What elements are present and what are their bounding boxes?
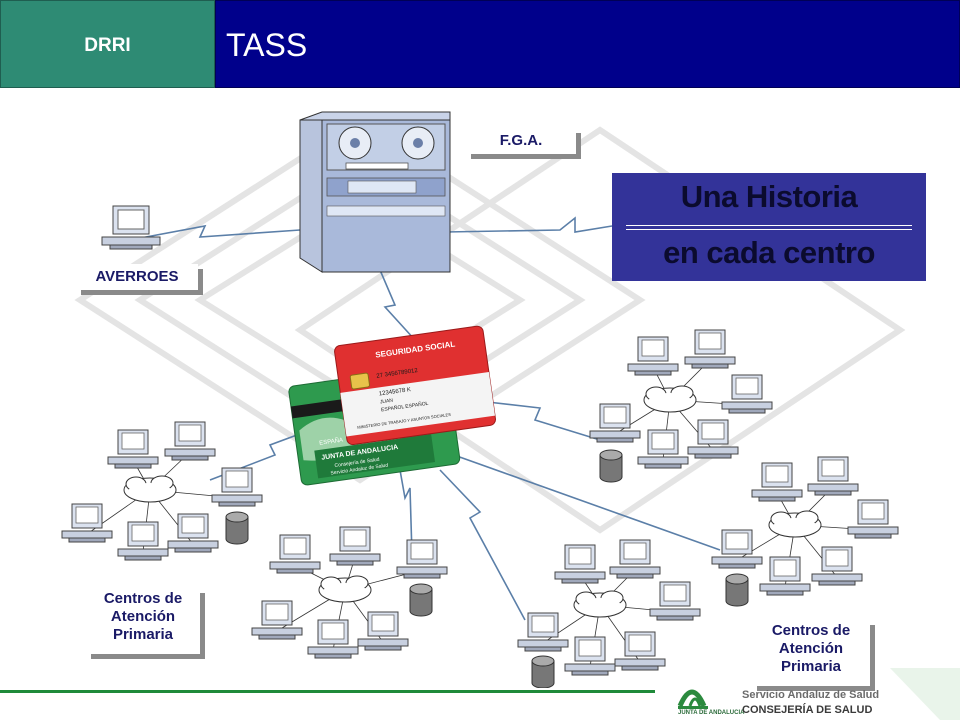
network-cloud-icon (643, 385, 697, 413)
title-header: TASS (215, 0, 960, 88)
card-country: ESPAÑA (319, 437, 344, 447)
workstation-icon (589, 403, 641, 443)
workstation-icon (637, 429, 689, 469)
database-icon (725, 573, 749, 607)
primary-care-cluster (711, 456, 899, 607)
primary-care-cluster (251, 526, 448, 659)
section-label: DRRI (84, 35, 131, 56)
workstation-icon (721, 374, 773, 414)
banner-divider (626, 225, 912, 230)
workstation-icon (117, 521, 169, 561)
workstation-icon (711, 529, 763, 569)
workstation-icon (627, 336, 679, 376)
workstation-icon (807, 456, 859, 496)
workstation-icon (164, 421, 216, 461)
fga-label: F.G.A. (466, 128, 576, 154)
workstation-icon (167, 513, 219, 553)
link-server-card (379, 269, 416, 341)
section-header: DRRI (0, 0, 215, 88)
workstation-icon (357, 611, 409, 651)
workstation-icon (307, 619, 359, 659)
workstation-icon (564, 636, 616, 676)
network-diagram: JUNTA DE ANDALUCIA Consejería de Salud S… (61, 111, 906, 688)
card-number: 27 3456789012 (376, 368, 419, 380)
workstation-icon (329, 526, 381, 566)
org-name-line2: CONSEJERÍA DE SALUD (742, 704, 873, 716)
workstation-icon (684, 329, 736, 369)
primary-care-cluster (589, 329, 773, 483)
link-server-averroes (129, 224, 301, 241)
primary-care-cluster (517, 539, 701, 688)
workstation-icon (687, 419, 739, 459)
database-icon (599, 449, 623, 483)
link-server-banner (444, 216, 613, 233)
averroes-label: AVERROES (76, 264, 198, 290)
workstation-icon (609, 539, 661, 579)
card-chip (349, 372, 371, 390)
workstation-icon (811, 546, 863, 586)
database-icon (225, 511, 249, 545)
logo-caption: JUNTA DE ANDALUCIA (678, 710, 745, 716)
footer-divider (0, 690, 655, 693)
centros-label-left: Centros de Atención Primaria (86, 588, 200, 654)
workstation-icon (847, 499, 899, 539)
primary-care-clusters (61, 329, 899, 688)
centros-label-right: Centros de Atención Primaria (752, 620, 870, 686)
workstation-icon (517, 612, 569, 652)
workstation-icon (614, 631, 666, 671)
primary-care-cluster (61, 421, 263, 561)
network-cloud-icon (573, 590, 627, 618)
page-title: TASS (226, 27, 308, 63)
workstation-icon (269, 534, 321, 574)
workstation-icon (649, 581, 701, 621)
workstation-icon (759, 556, 811, 596)
database-icon (531, 655, 555, 688)
workstation-icon (751, 462, 803, 502)
workstation-icon (396, 539, 448, 579)
junta-logo-icon (677, 668, 960, 720)
workstation-icon (107, 429, 159, 469)
workstation-icon (211, 467, 263, 507)
link-card-bottom (399, 469, 413, 556)
history-banner: Una Historia en cada centro (612, 173, 926, 281)
workstation-icon (251, 600, 303, 640)
network-cloud-icon (768, 510, 822, 538)
banner-line2: en cada centro (663, 235, 875, 270)
org-name-line1: Servicio Andaluz de Salud (742, 689, 880, 701)
workstation-averroes (101, 205, 161, 250)
database-icon (409, 583, 433, 617)
banner-line1: Una Historia (680, 179, 858, 214)
card-name: JUAN (380, 398, 394, 406)
workstation-icon (61, 503, 113, 543)
mainframe-server (299, 111, 451, 273)
workstation-icon (554, 544, 606, 584)
link-card-bottom2 (439, 469, 526, 621)
network-links (129, 216, 721, 621)
link-card-right (439, 449, 721, 551)
network-cloud-icon (318, 575, 372, 603)
health-card: JUNTA DE ANDALUCIA Consejería de Salud S… (288, 325, 496, 486)
card-dni: 12345678 K (379, 387, 412, 397)
network-cloud-icon (123, 475, 177, 503)
link-card-right-top (469, 399, 601, 441)
